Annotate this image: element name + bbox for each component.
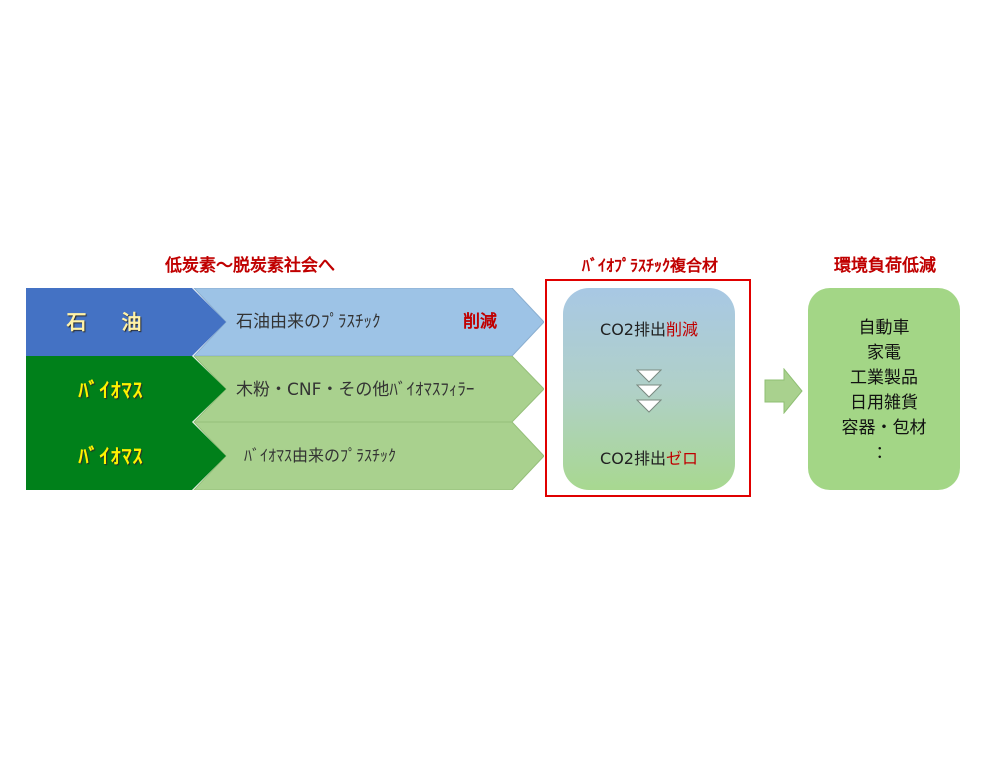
dark-arrow-shape (26, 288, 226, 356)
row-text: 木粉・CNF・その他ﾊﾞｲｵﾏｽﾌｨﾗｰ (236, 380, 475, 400)
co2-prefix: CO2排出 (600, 449, 666, 468)
middle-heading: ﾊﾞｲｵﾌﾟﾗｽﾁｯｸ複合材 (581, 256, 718, 275)
row-biomass-filler: ﾊﾞｲｵﾏｽ 木粉・CNF・その他ﾊﾞｲｵﾏｽﾌｨﾗｰ (26, 356, 544, 424)
row-petroleum: 石 油 石油由来のﾌﾟﾗｽﾁｯｸ 削減 (26, 288, 544, 356)
row-arrows (26, 288, 544, 356)
row-biomass-plastic: ﾊﾞｲｵﾏｽ ﾊﾞｲｵﾏｽ由来のﾌﾟﾗｽﾁｯｸ (26, 422, 544, 490)
list-item: 自動車 (858, 318, 910, 338)
list-item: 日用雑貨 (850, 393, 918, 413)
co2-zero-word: ゼロ (665, 449, 698, 468)
row-text: 石油由来のﾌﾟﾗｽﾁｯｸ (236, 312, 381, 332)
applications-list: 自動車 家電 工業製品 日用雑貨 容器・包材 ： (808, 316, 960, 466)
reduction-label: 削減 (463, 312, 497, 332)
down-triangles-icon (636, 369, 662, 413)
row-arrows (26, 356, 544, 422)
applications-box: 自動車 家電 工業製品 日用雑貨 容器・包材 ： (808, 288, 960, 490)
co2-reduction-text: CO2排出削減 (563, 316, 735, 340)
co2-prefix: CO2排出 (600, 320, 666, 339)
right-heading: 環境負荷低減 (834, 256, 936, 276)
row-text: ﾊﾞｲｵﾏｽ由来のﾌﾟﾗｽﾁｯｸ (244, 446, 397, 465)
dark-arrow-shape (26, 422, 226, 490)
left-heading: 低炭素～脱炭素社会へ (165, 256, 335, 276)
row-label: 石 油 (66, 310, 156, 334)
row-label: ﾊﾞｲｵﾏｽ (78, 378, 144, 402)
co2-zero-text: CO2排出ゼロ (563, 445, 735, 469)
list-item: 工業製品 (850, 368, 918, 388)
row-label: ﾊﾞｲｵﾏｽ (78, 444, 144, 468)
dark-arrow-shape (26, 356, 226, 422)
right-arrow-icon (764, 368, 803, 414)
composite-box: CO2排出削減 CO2排出ゼロ (563, 288, 735, 490)
list-item: 容器・包材 (841, 418, 927, 438)
co2-reduction-word: 削減 (665, 320, 698, 339)
composite-frame (545, 279, 751, 497)
list-item: ： (875, 443, 893, 463)
row-arrows (26, 422, 544, 490)
list-item: 家電 (867, 343, 901, 363)
